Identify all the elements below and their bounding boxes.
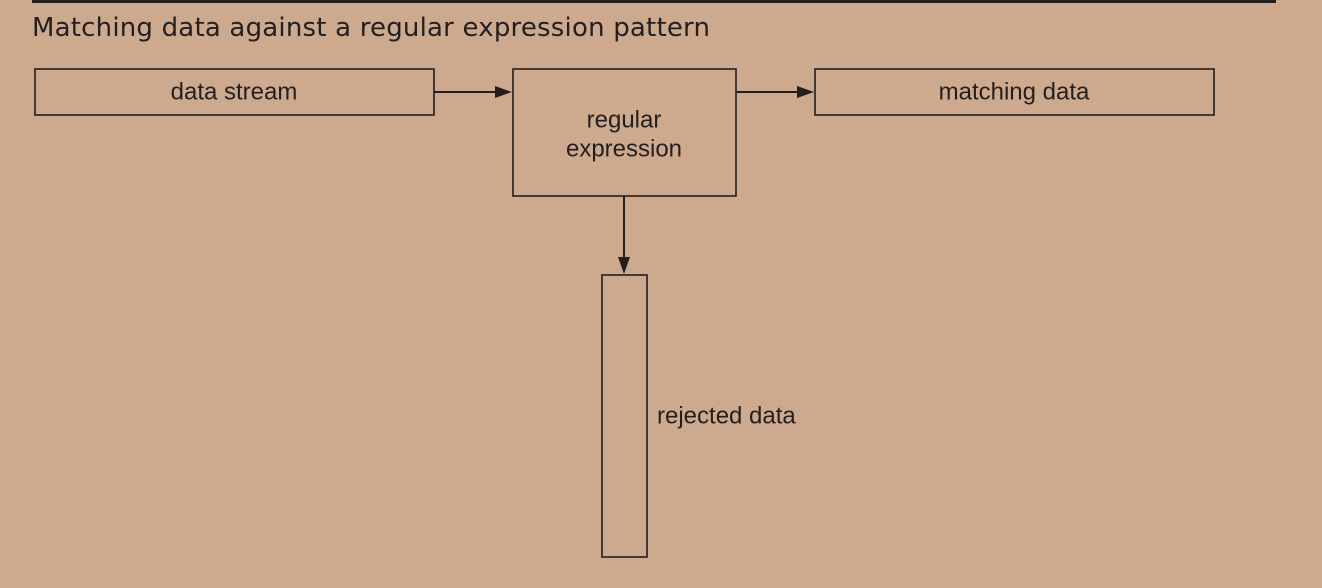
matching-data-node: matching data	[814, 68, 1215, 116]
regex-to-reject-arrow	[618, 196, 630, 274]
regular-expression-label-line2: expression	[566, 136, 682, 163]
regular-expression-node: regular expression	[512, 68, 737, 197]
figure-title: Matching data against a regular expressi…	[32, 13, 711, 43]
data-stream-node: data stream	[34, 68, 435, 116]
input-to-regex-arrow	[434, 86, 512, 98]
rejected-data-box	[601, 274, 648, 558]
regex-to-match-arrow	[736, 86, 814, 98]
reject-arrow-head	[618, 257, 630, 274]
data-stream-label: data stream	[171, 79, 298, 106]
input-arrow-head	[495, 86, 512, 98]
rejected-data-node: rejected data	[601, 274, 796, 558]
matching-data-box	[814, 68, 1215, 116]
matching-data-label: matching data	[939, 79, 1090, 106]
rejected-data-label: rejected data	[657, 403, 796, 430]
title-rule	[32, 0, 1276, 3]
regular-expression-label-line1: regular	[587, 107, 662, 134]
match-arrow-head	[797, 86, 814, 98]
